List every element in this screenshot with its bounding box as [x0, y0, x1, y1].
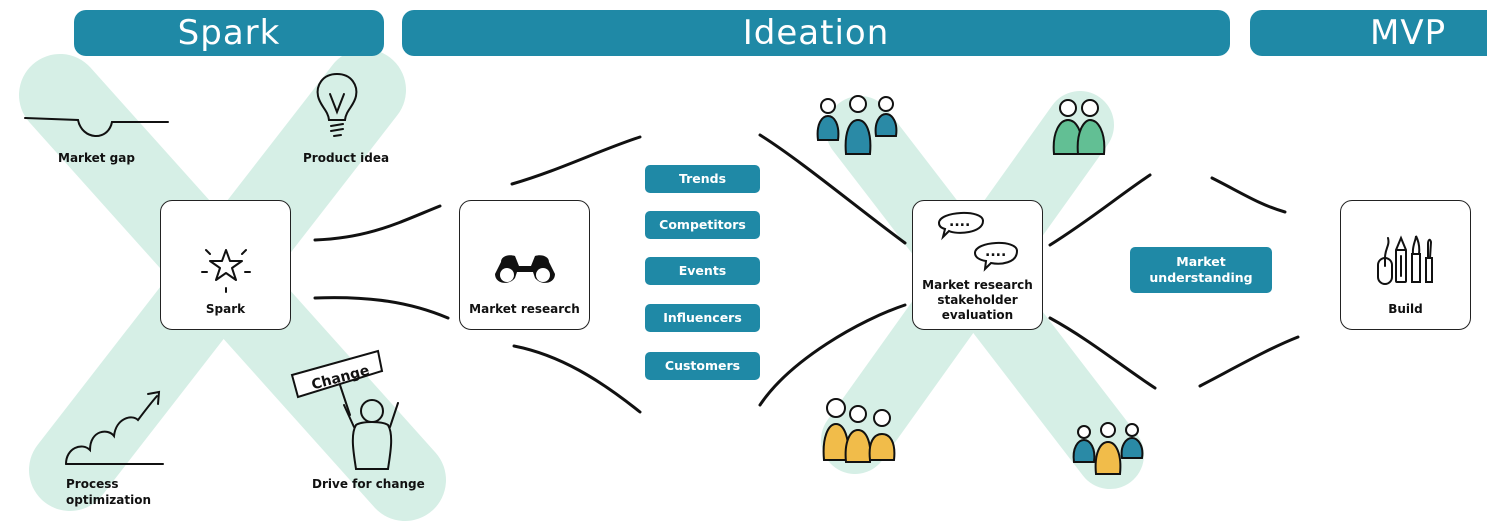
topic-customers: Customers	[645, 352, 760, 380]
topic-influencers: Influencers	[645, 304, 760, 332]
topic-trends: Trends	[645, 165, 760, 193]
topic-competitors: Competitors	[645, 211, 760, 239]
speech-bubbles-icon: .... ....	[937, 211, 1019, 272]
stakeholder-group-mixed-icon	[1072, 422, 1144, 475]
market-gap-label: Market gap	[58, 151, 135, 165]
topic-events: Events	[645, 257, 760, 285]
light-bulb-icon	[316, 72, 358, 137]
market-understanding-pill: Market understanding	[1130, 247, 1272, 293]
build-tools-icon	[1376, 235, 1433, 285]
market-gap-icon	[24, 117, 169, 137]
person-with-sign-icon: Change	[290, 349, 399, 470]
stakeholder-group-teal-icon	[816, 95, 898, 155]
process-optimization-label: Process optimization	[66, 477, 152, 507]
spark-node-label: Spark	[205, 302, 246, 316]
connector-lines	[313, 133, 1300, 414]
build-node-label: Build	[1388, 302, 1423, 316]
phase-spark-header: Spark	[74, 10, 384, 56]
process-optimization-icon	[65, 390, 164, 465]
phase-mvp-header: MVP	[1250, 10, 1487, 56]
market-research-node: Market research	[459, 200, 590, 330]
phase-ideation-header: Ideation	[402, 10, 1230, 56]
stakeholder-evaluation-node-label: Market research stakeholder evaluation	[922, 278, 1033, 322]
stakeholder-evaluation-node: .... .... Market research stakeholder ev…	[912, 200, 1043, 330]
product-idea-label: Product idea	[303, 151, 390, 165]
svg-text:....: ....	[985, 244, 1006, 260]
drive-for-change-label: Drive for change	[312, 477, 425, 491]
svg-text:....: ....	[949, 214, 970, 230]
market-research-node-label: Market research	[469, 302, 580, 316]
sparkle-star-icon	[200, 249, 251, 293]
build-node: Build	[1340, 200, 1471, 330]
stakeholder-group-green-icon	[1052, 99, 1106, 155]
binoculars-icon	[494, 255, 555, 283]
stakeholder-group-yellow-icon	[822, 398, 896, 463]
spark-node: Spark	[160, 200, 291, 330]
